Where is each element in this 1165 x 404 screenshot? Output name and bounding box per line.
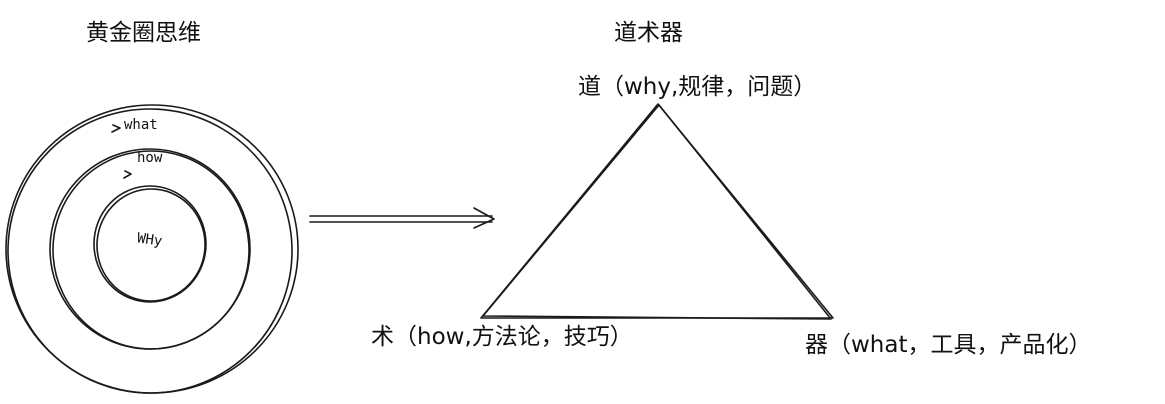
middle-circle [49, 148, 251, 350]
middle-ring-arrow [123, 170, 132, 179]
vertex-label-dao: 道（why,规律，问题） [578, 74, 817, 100]
ring-label-why: WHy [136, 230, 164, 250]
ring-label-what: what [124, 117, 158, 133]
outer-ring-arrow [111, 124, 121, 133]
dao-shu-qi-title: 道术器 [614, 20, 683, 46]
vertex-label-qi: 器（what，工具，产品化） [805, 332, 1092, 358]
inner-circle [93, 185, 207, 303]
golden-circle-title: 黄金圈思维 [86, 20, 201, 46]
vertex-label-shu: 术（how,方法论，技巧） [371, 324, 633, 350]
triangle [480, 103, 834, 320]
connector-arrow [309, 207, 495, 229]
ring-label-how: how [137, 150, 163, 166]
outer-circle [5, 104, 299, 394]
